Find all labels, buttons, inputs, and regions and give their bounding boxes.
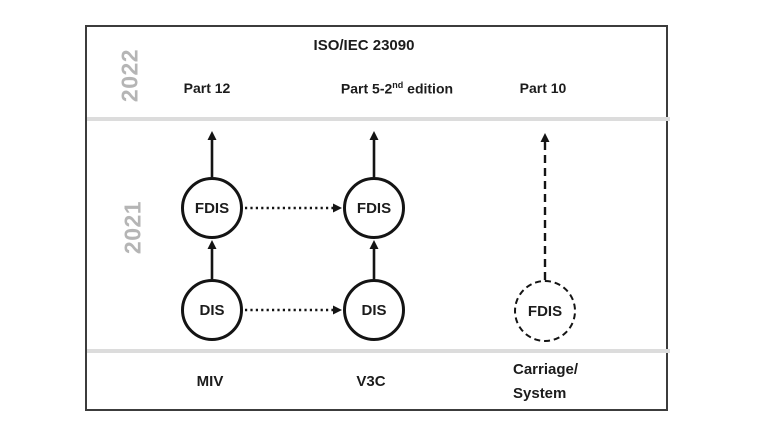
part-5-label: Part 5-2nd edition [327,80,467,97]
part-12-label: Part 12 [183,80,231,96]
divider-bottom [87,349,670,353]
node-v3c-fdis: FDIS [343,177,405,239]
diagram-title: ISO/IEC 23090 [313,37,415,54]
part-5-prefix: Part 5-2 [340,80,393,97]
part-5-superscript: nd [392,80,404,90]
carriage-system-label: Carriage/ System [513,358,623,406]
node-carriage-fdis: FDIS [514,280,576,342]
divider-top [87,117,670,121]
part-10-label: Part 10 [519,80,567,96]
year-2022-label: 2022 [116,48,143,103]
carriage-label-line1: Carriage/ [513,361,579,378]
carriage-label-line2: System [513,385,567,402]
v3c-label: V3C [356,373,386,390]
part-5-suffix: edition [403,80,454,97]
node-miv-fdis: FDIS [181,177,243,239]
miv-label: MIV [196,373,224,390]
node-v3c-dis: DIS [343,279,405,341]
year-2021-label: 2021 [119,200,146,255]
node-miv-dis: DIS [181,279,243,341]
